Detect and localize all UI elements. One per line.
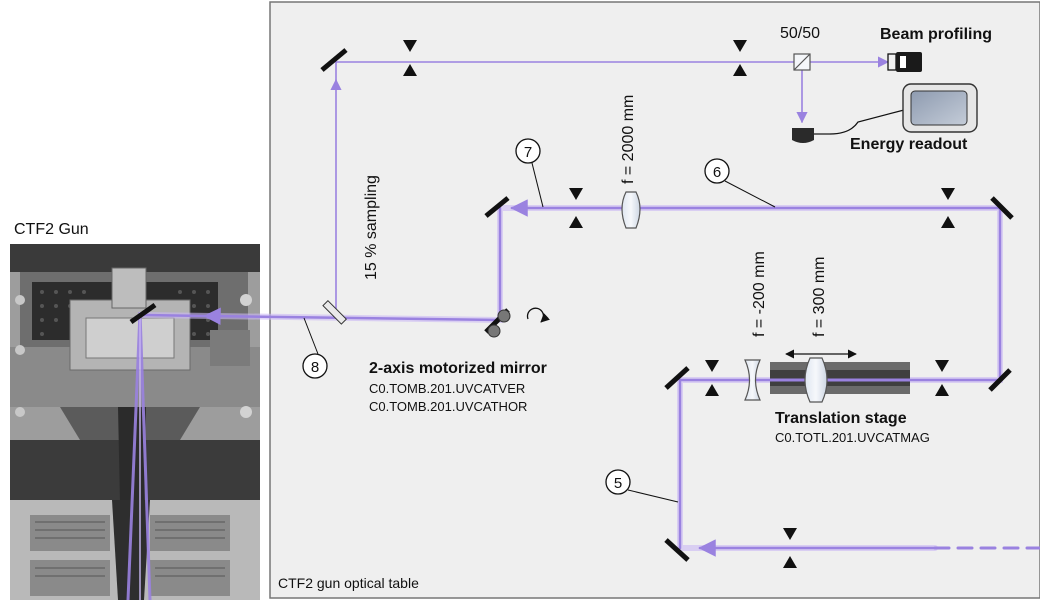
lens-f2000-label: f = 2000 mm (620, 95, 637, 184)
translation-stage-label: Translation stage (775, 410, 907, 427)
motorized-mirror-ver-id: C0.TOMB.201.UVCATVER (369, 381, 525, 396)
splitter-label: 50/50 (780, 25, 820, 42)
camera-icon (888, 52, 922, 72)
beam-profiling-label: Beam profiling (880, 26, 992, 43)
svg-text:8: 8 (311, 359, 319, 376)
svg-text:6: 6 (713, 164, 721, 181)
gun-photo (10, 244, 260, 600)
table-caption: CTF2 gun optical table (278, 575, 419, 591)
motorized-mirror-label: 2-axis motorized mirror (369, 360, 547, 377)
motorized-mirror-hor-id: C0.TOMB.201.UVCATHOR (369, 399, 527, 414)
lens-f2000 (622, 192, 640, 228)
lens-f300 (805, 358, 827, 402)
lens-fm200-label: f = -200 mm (751, 251, 768, 337)
sampling-label: 15 % sampling (363, 175, 380, 280)
svg-text:5: 5 (614, 475, 622, 492)
energy-readout-label: Energy readout (850, 136, 968, 153)
translation-stage-id: C0.TOTL.201.UVCATMAG (775, 430, 930, 445)
lens-f300-label: f = 300 mm (811, 257, 828, 337)
gun-title: CTF2 Gun (14, 221, 89, 238)
beam-splitter (794, 54, 810, 70)
svg-text:7: 7 (524, 144, 532, 161)
energy-meter-icon (903, 84, 977, 132)
